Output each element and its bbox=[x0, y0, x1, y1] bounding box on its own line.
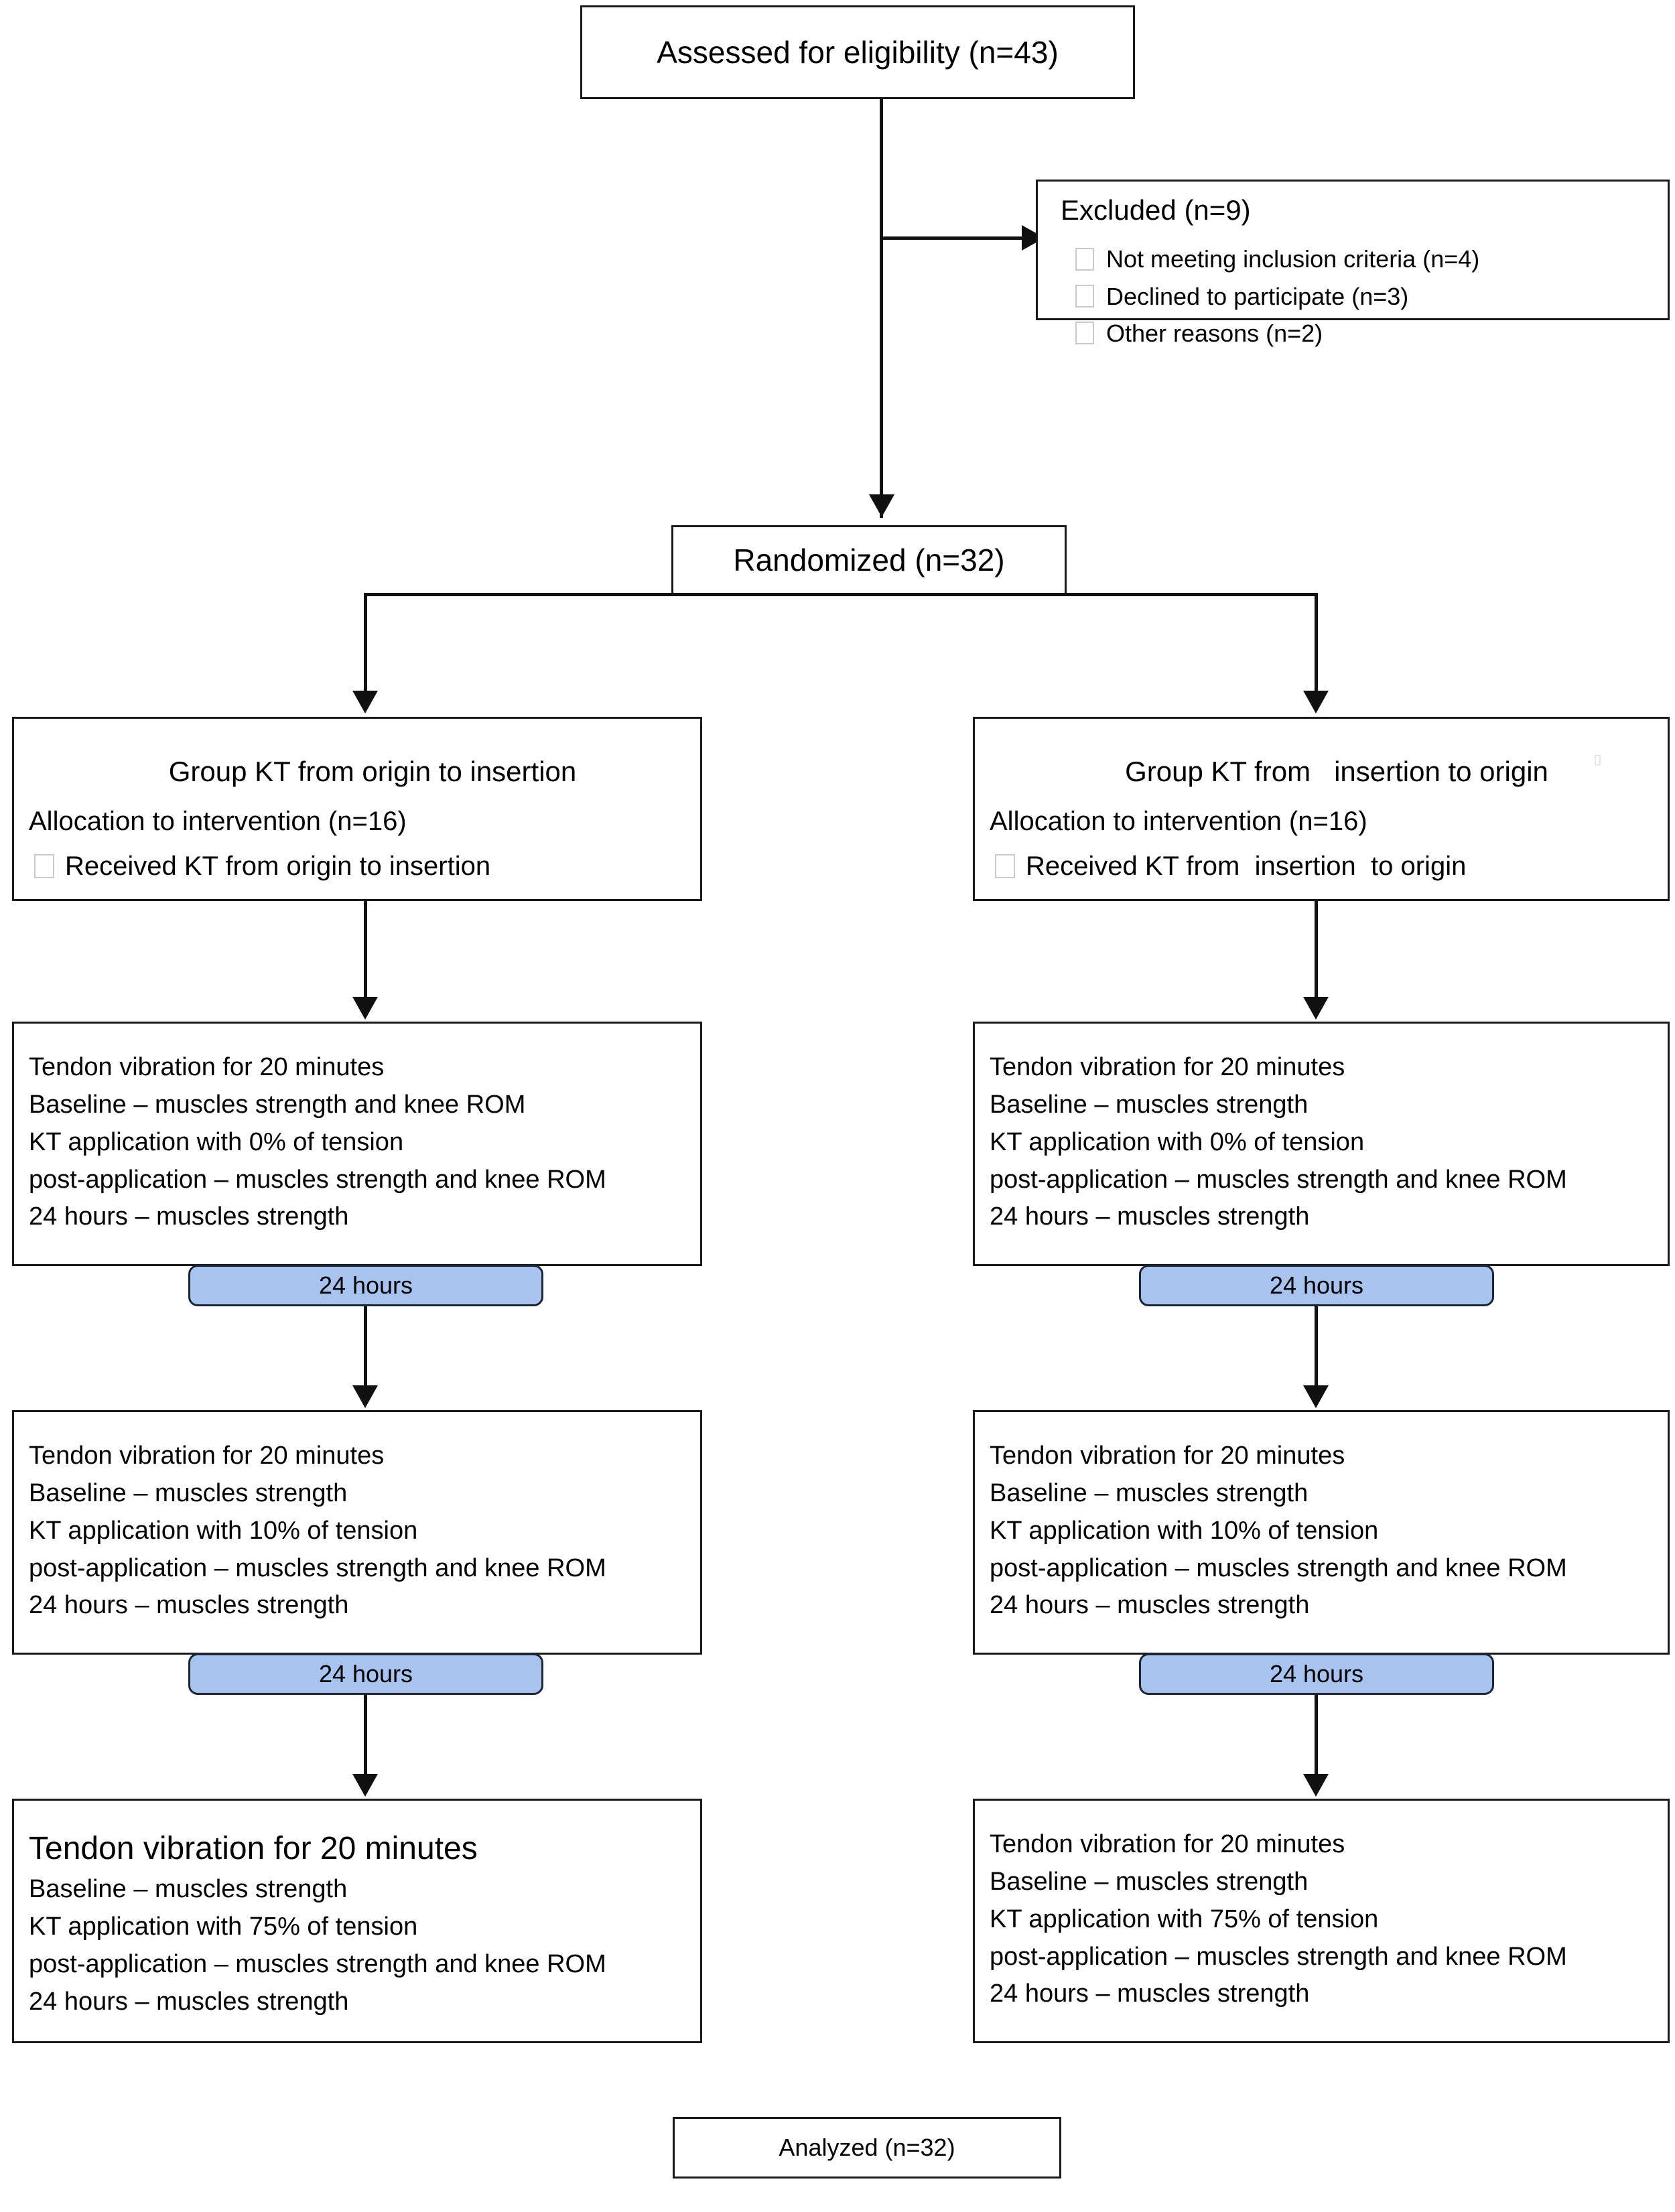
right-group-title: Group KT from insertion to origin bbox=[1125, 755, 1548, 787]
left-washout-pill-2: 24 hours bbox=[188, 1653, 543, 1695]
protocol-line: KT application with 10% of tension bbox=[29, 1516, 418, 1545]
left-session-2-box: Tendon vibration for 20 minutes Baseline… bbox=[12, 1410, 702, 1655]
analyzed-label: Analyzed (n=32) bbox=[779, 2134, 955, 2162]
checkbox-icon bbox=[1075, 285, 1094, 308]
checkbox-icon bbox=[995, 854, 1015, 878]
right-washout-label-1: 24 hours bbox=[1269, 1271, 1364, 1299]
connector-assessed-trunk bbox=[880, 99, 883, 518]
left-washout-label-2: 24 hours bbox=[318, 1660, 413, 1687]
protocol-line: KT application with 75% of tension bbox=[990, 1905, 1379, 1933]
excluded-item-label: Other reasons (n=2) bbox=[1106, 319, 1323, 347]
protocol-line: 24 hours – muscles strength bbox=[990, 1980, 1310, 2008]
arrowhead-left-session3 bbox=[352, 1774, 378, 1797]
connector-right-s1-to-s2 bbox=[1315, 1306, 1318, 1387]
excluded-title: Excluded (n=9) bbox=[1061, 194, 1251, 226]
excluded-item: Other reasons (n=2) bbox=[1075, 319, 1668, 348]
protocol-line: 24 hours – muscles strength bbox=[29, 1987, 349, 2016]
left-allocation-label: Allocation to intervention (n=16) bbox=[29, 806, 407, 836]
left-session-3-box: Tendon vibration for 20 minutes Baseline… bbox=[12, 1799, 702, 2043]
checkbox-icon bbox=[1075, 322, 1094, 345]
arrowhead-to-randomized bbox=[869, 494, 894, 517]
protocol-line: Tendon vibration for 20 minutes bbox=[990, 1830, 1345, 1858]
protocol-line: Tendon vibration for 20 minutes bbox=[29, 1053, 385, 1081]
right-allocation-box: Group KT from insertion to origin Alloca… bbox=[973, 717, 1670, 901]
protocol-line: post-application – muscles strength and … bbox=[990, 1942, 1567, 1971]
protocol-line: KT application with 0% of tension bbox=[990, 1127, 1365, 1156]
connector-to-excluded bbox=[880, 236, 1028, 240]
protocol-line: Baseline – muscles strength bbox=[29, 1875, 348, 1904]
checkbox-icon bbox=[1075, 247, 1094, 271]
protocol-line: post-application – muscles strength and … bbox=[29, 1165, 606, 1194]
protocol-line: Tendon vibration for 20 minutes bbox=[29, 1442, 385, 1470]
protocol-line: Baseline – muscles strength bbox=[990, 1867, 1309, 1896]
arrowhead-left-allocation bbox=[352, 691, 378, 713]
left-washout-label-1: 24 hours bbox=[318, 1271, 413, 1299]
protocol-line: 24 hours – muscles strength bbox=[990, 1202, 1310, 1231]
connector-allocation-bus bbox=[364, 593, 1318, 596]
connector-right-arm-drop bbox=[1315, 593, 1318, 693]
protocol-line: Baseline – muscles strength bbox=[990, 1090, 1309, 1119]
left-washout-pill-1: 24 hours bbox=[188, 1265, 543, 1306]
excluded-item-label: Declined to participate (n=3) bbox=[1106, 282, 1409, 310]
protocol-line: 24 hours – muscles strength bbox=[29, 1591, 349, 1620]
connector-left-arm-drop bbox=[364, 593, 367, 693]
protocol-line: Tendon vibration for 20 minutes bbox=[990, 1442, 1345, 1470]
protocol-line: Tendon vibration for 20 minutes bbox=[29, 1831, 478, 1866]
protocol-line: 24 hours – muscles strength bbox=[990, 1591, 1310, 1620]
right-received-label: Received KT from insertion to origin bbox=[1026, 851, 1467, 881]
arrowhead-left-session1 bbox=[352, 997, 378, 1020]
right-washout-pill-1: 24 hours bbox=[1139, 1265, 1494, 1306]
right-session-1-box: Tendon vibration for 20 minutes Baseline… bbox=[973, 1022, 1670, 1266]
randomized-label: Randomized (n=32) bbox=[733, 542, 1005, 577]
arrowhead-right-session3 bbox=[1303, 1774, 1329, 1797]
protocol-line: Baseline – muscles strength bbox=[990, 1478, 1309, 1507]
connector-right-s2-to-s3 bbox=[1315, 1695, 1318, 1775]
protocol-line: 24 hours – muscles strength bbox=[29, 1202, 349, 1231]
protocol-line: Baseline – muscles strength bbox=[29, 1478, 348, 1507]
right-allocation-label: Allocation to intervention (n=16) bbox=[990, 806, 1367, 836]
arrowhead-left-session2 bbox=[352, 1385, 378, 1408]
checkbox-icon bbox=[34, 854, 54, 878]
connector-left-s2-to-s3 bbox=[364, 1695, 367, 1775]
assessed-for-eligibility-label: Assessed for eligibility (n=43) bbox=[657, 34, 1059, 70]
right-session-2-box: Tendon vibration for 20 minutes Baseline… bbox=[973, 1410, 1670, 1655]
assessed-for-eligibility-box: Assessed for eligibility (n=43) bbox=[580, 5, 1135, 99]
connector-left-s1-to-s2 bbox=[364, 1306, 367, 1387]
excluded-item: Not meeting inclusion criteria (n=4) bbox=[1075, 245, 1668, 273]
left-allocation-box: Group KT from origin to insertion Alloca… bbox=[12, 717, 702, 901]
arrowhead-right-allocation bbox=[1303, 691, 1329, 713]
protocol-line: KT application with 0% of tension bbox=[29, 1127, 404, 1156]
arrowhead-right-session2 bbox=[1303, 1385, 1329, 1408]
connector-right-alloc-to-s1 bbox=[1315, 901, 1318, 998]
protocol-line: KT application with 75% of tension bbox=[29, 1913, 418, 1941]
right-session-3-box: Tendon vibration for 20 minutes Baseline… bbox=[973, 1799, 1670, 2043]
randomized-box: Randomized (n=32) bbox=[671, 525, 1067, 595]
left-group-title: Group KT from origin to insertion bbox=[168, 755, 577, 787]
connector-left-alloc-to-s1 bbox=[364, 901, 367, 998]
right-washout-pill-2: 24 hours bbox=[1139, 1653, 1494, 1695]
excluded-item: Declined to participate (n=3) bbox=[1075, 282, 1668, 311]
left-session-1-box: Tendon vibration for 20 minutes Baseline… bbox=[12, 1022, 702, 1266]
left-received-label: Received KT from origin to insertion bbox=[65, 851, 491, 881]
protocol-line: post-application – muscles strength and … bbox=[29, 1949, 606, 1978]
excluded-item-label: Not meeting inclusion criteria (n=4) bbox=[1106, 245, 1480, 273]
right-received-row: Received KT from insertion to origin bbox=[995, 851, 1668, 882]
protocol-line: post-application – muscles strength and … bbox=[990, 1165, 1567, 1194]
scan-artifact-mark: ⌷ bbox=[1593, 752, 1603, 768]
excluded-box: Excluded (n=9) Not meeting inclusion cri… bbox=[1036, 180, 1670, 347]
protocol-line: Tendon vibration for 20 minutes bbox=[990, 1053, 1345, 1081]
right-washout-label-2: 24 hours bbox=[1269, 1660, 1364, 1687]
protocol-line: Baseline – muscles strength and knee ROM bbox=[29, 1090, 526, 1119]
protocol-line: post-application – muscles strength and … bbox=[990, 1553, 1567, 1582]
protocol-line: post-application – muscles strength and … bbox=[29, 1553, 606, 1582]
protocol-line: KT application with 10% of tension bbox=[990, 1516, 1379, 1545]
analyzed-box: Analyzed (n=32) bbox=[673, 2117, 1061, 2179]
left-received-row: Received KT from origin to insertion bbox=[34, 851, 700, 882]
arrowhead-right-session1 bbox=[1303, 997, 1329, 1020]
